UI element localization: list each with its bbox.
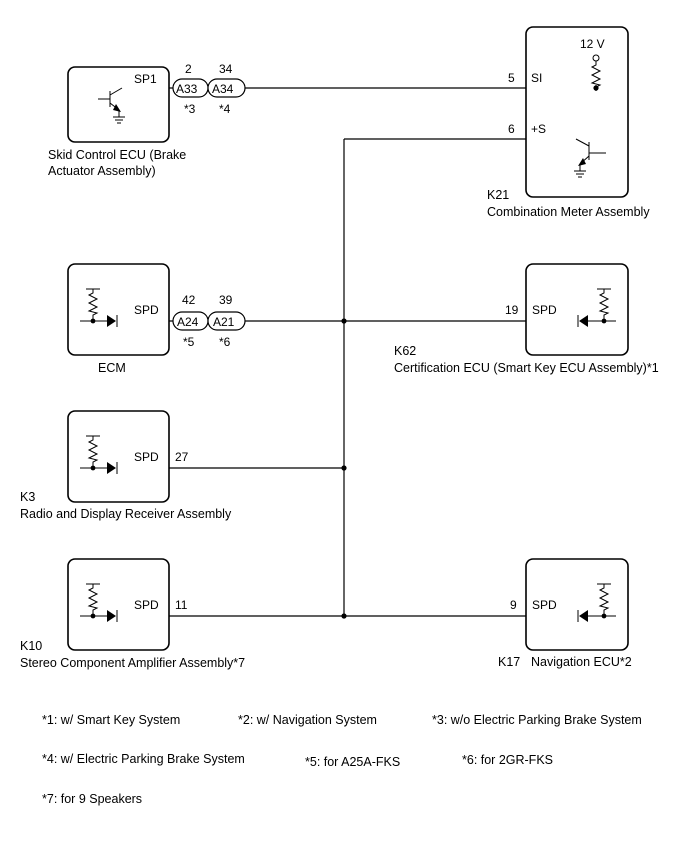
- nav-pin: 9: [510, 598, 517, 612]
- connector-a24-label: A24: [177, 315, 199, 329]
- connector-a24-note: *5: [183, 335, 195, 349]
- navigation-ecu: 9 SPD K17 Navigation ECU*2: [498, 558, 632, 669]
- junction-dot: [90, 318, 96, 324]
- nav-code: K17: [498, 655, 520, 669]
- footnote-3: *3: w/o Electric Parking Brake System: [432, 713, 642, 727]
- junction-dot: [90, 465, 96, 471]
- junction-dot: [601, 318, 607, 324]
- transistor-symbol: [573, 138, 606, 178]
- nav-terminal-label: SPD: [532, 598, 557, 612]
- footnote-7: *7: for 9 Speakers: [42, 792, 143, 806]
- junction-dot: [601, 613, 607, 619]
- junction-dot: [341, 318, 347, 324]
- radio-terminal-label: SPD: [134, 450, 159, 464]
- connector-a34-label: A34: [212, 82, 234, 96]
- radio-code: K3: [20, 490, 35, 504]
- footnote-5: *5: for A25A-FKS: [305, 755, 401, 769]
- meter-s-label: +S: [531, 122, 546, 136]
- footnote-6: *6: for 2GR-FKS: [462, 753, 553, 767]
- connector-a33-note: *3: [184, 102, 196, 116]
- cert-pin: 19: [505, 303, 519, 317]
- meter-name: Combination Meter Assembly: [487, 205, 650, 219]
- stereo-amplifier: SPD 11 K10 Stereo Component Amplifier As…: [20, 558, 245, 670]
- connector-a21-label: A21: [213, 315, 235, 329]
- combination-meter: 12 V 5 SI 6 +S K21 Combination Meter Ass…: [487, 26, 650, 219]
- connector-a21-note: *6: [219, 335, 231, 349]
- radio-pin: 27: [175, 450, 189, 464]
- connector-a24-pin: 42: [182, 293, 196, 307]
- meter-si-label: SI: [531, 71, 542, 85]
- ecm-name: ECM: [98, 361, 126, 375]
- meter-si-pin: 5: [508, 71, 515, 85]
- junction-dot: [341, 465, 347, 471]
- diode-symbol: [577, 610, 588, 622]
- meter-voltage-label: 12 V: [580, 37, 605, 51]
- meter-code: K21: [487, 188, 509, 202]
- connector-a33-label: A33: [176, 82, 198, 96]
- footnote-4: *4: w/ Electric Parking Brake System: [42, 752, 245, 766]
- connector-a33-pin: 2: [185, 62, 192, 76]
- connector-a33-a34: A33 A34 2 34 *3 *4: [172, 62, 246, 116]
- certification-ecu: 19 SPD K62 Certification ECU (Smart Key …: [394, 263, 659, 375]
- skid-name-line2: Actuator Assembly): [48, 164, 156, 178]
- skid-name-line1: Skid Control ECU (Brake: [48, 148, 186, 162]
- transistor-symbol: [98, 87, 126, 124]
- amp-name: Stereo Component Amplifier Assembly*7: [20, 656, 245, 670]
- amp-pin: 11: [175, 598, 188, 612]
- meter-s-pin: 6: [508, 122, 515, 136]
- cert-code: K62: [394, 344, 416, 358]
- radio-name: Radio and Display Receiver Assembly: [20, 507, 232, 521]
- footnote-2: *2: w/ Navigation System: [238, 713, 377, 727]
- skid-terminal-label: SP1: [134, 72, 157, 86]
- amp-terminal-label: SPD: [134, 598, 159, 612]
- ecm: SPD ECM: [67, 263, 170, 375]
- cert-terminal-label: SPD: [532, 303, 557, 317]
- diode-symbol: [107, 610, 118, 622]
- wire-network: [122, 87, 596, 619]
- diode-symbol: [107, 462, 118, 474]
- radio-receiver: SPD 27 K3 Radio and Display Receiver Ass…: [20, 410, 232, 521]
- diode-symbol: [107, 315, 118, 327]
- junction-dot: [90, 613, 96, 619]
- junction-dot: [341, 613, 347, 619]
- connector-a34-note: *4: [219, 102, 231, 116]
- nav-name: Navigation ECU*2: [531, 655, 632, 669]
- connector-a24-a21: A24 A21 42 39 *5 *6: [172, 293, 246, 349]
- amp-code: K10: [20, 639, 42, 653]
- cert-name: Certification ECU (Smart Key ECU Assembl…: [394, 361, 659, 375]
- footnote-1: *1: w/ Smart Key System: [42, 713, 181, 727]
- skid-control-ecu: SP1 Skid Control ECU (Brake Actuator Ass…: [48, 66, 186, 178]
- connector-a34-pin: 34: [219, 62, 233, 76]
- junction-dot: [593, 85, 599, 91]
- diode-symbol: [577, 315, 588, 327]
- connector-a21-pin: 39: [219, 293, 233, 307]
- ecm-terminal-label: SPD: [134, 303, 159, 317]
